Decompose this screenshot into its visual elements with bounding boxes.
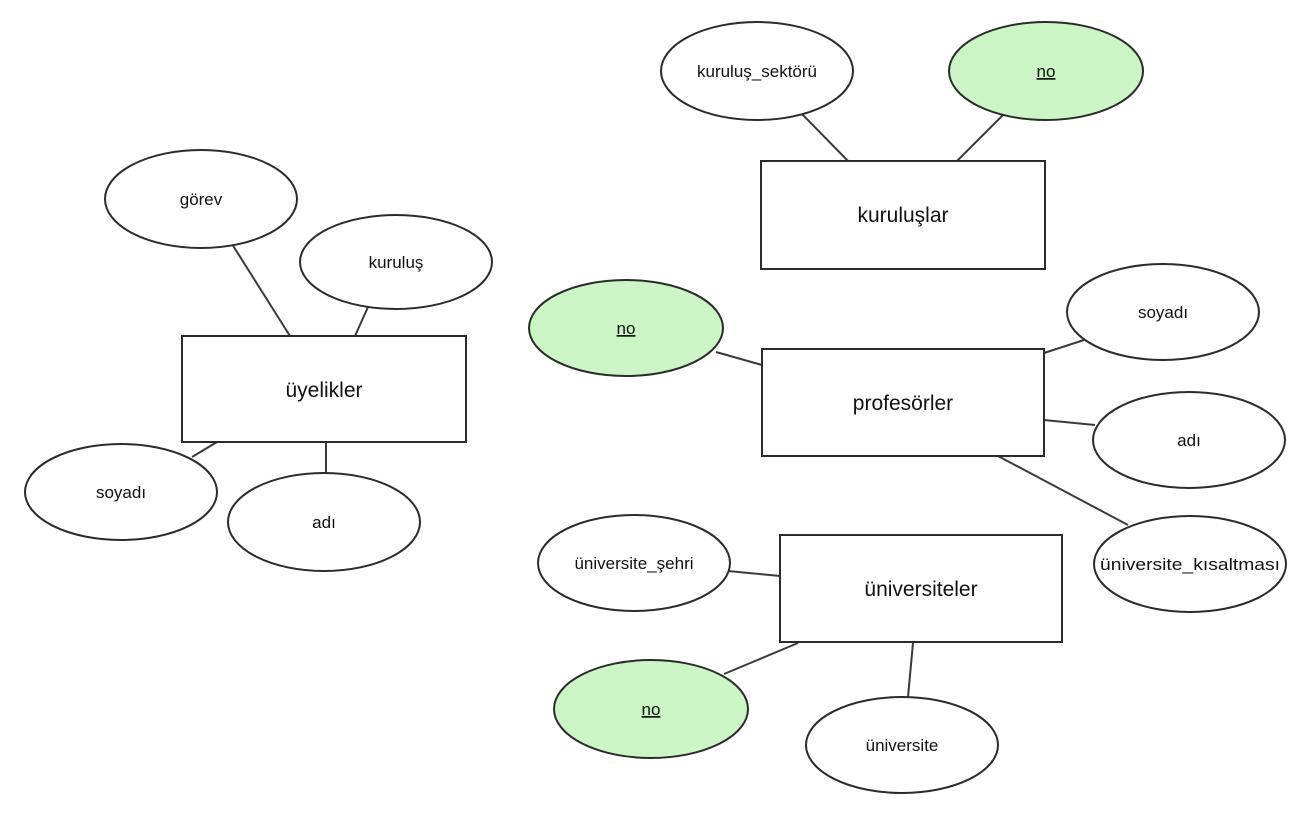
attribute-universite[interactable]: üniversite [805, 696, 999, 794]
attribute-soyadi[interactable]: soyadı [24, 443, 218, 541]
entity-profesorler[interactable]: profesörler [761, 348, 1045, 457]
entity-label: üniversiteler [864, 578, 977, 601]
attribute-label: soyadı [1138, 303, 1188, 322]
attribute-label: üniversite_kısaltması [1100, 555, 1280, 574]
attribute-profesorler-no-key[interactable]: no [528, 279, 724, 377]
edge-kuruluslar-kurulus-sektoru [801, 113, 849, 162]
entity-universiteler[interactable]: üniversiteler [779, 534, 1063, 643]
attribute-label: kuruluş_sektörü [697, 62, 817, 81]
attribute-label: üniversite_şehri [574, 554, 693, 573]
edge-profesorler-adi [1043, 419, 1096, 426]
edge-universiteler-universite [907, 642, 914, 698]
edge-uyelikler-kurulus [354, 306, 369, 337]
attribute-label: adı [312, 513, 336, 532]
attribute-kuruluslar-no-key[interactable]: no [948, 21, 1144, 121]
attribute-label: adı [1177, 431, 1201, 450]
attribute-kurulus[interactable]: kuruluş [299, 214, 493, 310]
edge-profesorler-soyadi [1043, 339, 1085, 354]
edge-profesorler-no [715, 351, 763, 366]
primary-key-label: no [617, 319, 636, 338]
attribute-universite-kisaltmasi[interactable]: üniversite_kısaltması [1093, 515, 1287, 613]
attribute-universite-sehri[interactable]: üniversite_şehri [537, 514, 731, 612]
attribute-adi[interactable]: adı [227, 472, 421, 572]
attribute-universiteler-no-key[interactable]: no [553, 659, 749, 759]
edge-uyelikler-soyadi [191, 441, 218, 458]
edge-profesorler-universite-kisaltmasi [997, 455, 1129, 526]
edge-uyelikler-gorev [231, 243, 291, 337]
primary-key-label: no [1037, 62, 1056, 81]
edges [191, 113, 1129, 698]
attribute-prof-adi[interactable]: adı [1092, 391, 1286, 489]
attribute-label: görev [180, 190, 223, 209]
entity-label: üyelikler [285, 379, 362, 402]
edge-kuruluslar-no [956, 113, 1005, 162]
attribute-kurulus-sektoru[interactable]: kuruluş_sektörü [660, 21, 854, 121]
attribute-prof-soyadi[interactable]: soyadı [1066, 263, 1260, 361]
primary-key-label: no [642, 700, 661, 719]
edge-universiteler-no [723, 642, 799, 675]
attribute-label: üniversite [866, 736, 939, 755]
edge-universiteler-universite-sehri [727, 570, 781, 577]
entity-label: kuruluşlar [857, 204, 948, 227]
attribute-gorev[interactable]: görev [104, 149, 298, 249]
attribute-label: kuruluş [369, 253, 424, 272]
entity-label: profesörler [853, 392, 953, 415]
entity-kuruluslar[interactable]: kuruluşlar [760, 160, 1046, 270]
entity-uyelikler[interactable]: üyelikler [181, 335, 467, 443]
attribute-label: soyadı [96, 483, 146, 502]
